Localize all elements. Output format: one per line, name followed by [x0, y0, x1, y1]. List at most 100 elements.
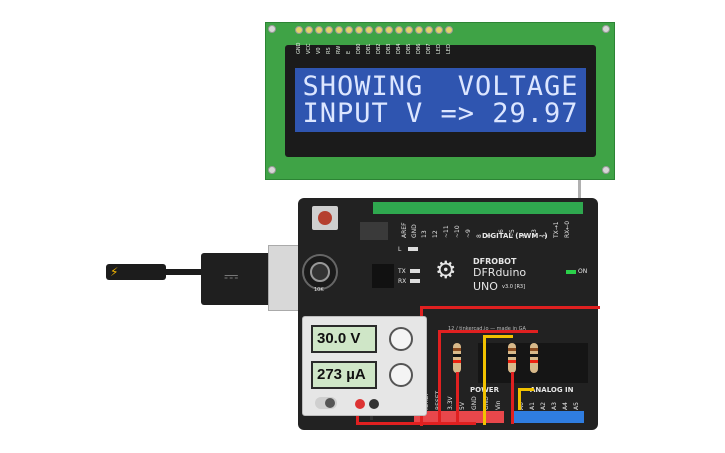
led-on — [566, 270, 576, 274]
lcd-pin-label: DB7 — [426, 43, 432, 54]
lcd-pin[interactable] — [305, 26, 313, 34]
lcd-pin-label: VCC — [306, 43, 312, 54]
digital-label: DIGITAL (PWM~) — [482, 232, 548, 240]
psu-terminal-negative[interactable] — [369, 399, 379, 409]
lcd-pin[interactable] — [445, 26, 453, 34]
digital-pin-label: ~3 — [531, 229, 538, 238]
lcd-pin[interactable] — [325, 26, 333, 34]
resistor-3[interactable] — [530, 343, 538, 373]
tx-label: TX — [398, 268, 406, 275]
lcd-pin[interactable] — [295, 26, 303, 34]
lcd-pin[interactable] — [315, 26, 323, 34]
lcd-pin[interactable] — [425, 26, 433, 34]
aref-label: AREF — [401, 222, 408, 238]
wire-yellow[interactable] — [483, 335, 486, 425]
lcd-pin-label: LED — [436, 44, 442, 54]
analog-header[interactable] — [514, 411, 584, 423]
digital-pin-label: RX←0 — [564, 220, 571, 238]
power-pin-label: GND — [471, 396, 478, 410]
digital-pin-label: ~10 — [454, 225, 461, 238]
lcd-pin-label: GND — [296, 42, 302, 54]
lcd-pin[interactable] — [365, 26, 373, 34]
digital-header[interactable] — [373, 202, 583, 214]
lcd-screen: SHOWING VOLTAGE INPUT V => 29.97 — [295, 68, 586, 132]
power-switch[interactable] — [315, 397, 337, 409]
lcd-pin-label: V0 — [316, 47, 322, 54]
gnd-label: GND — [411, 224, 418, 238]
voltage-knob[interactable] — [389, 327, 413, 351]
power-pin-label: 3.3V — [447, 396, 454, 410]
digital-pin-label: ~11 — [443, 225, 450, 238]
bolt-icon: ⚡ — [110, 265, 119, 279]
lcd-pin[interactable] — [405, 26, 413, 34]
power-header[interactable] — [414, 411, 504, 423]
board-name: DFRduino — [473, 266, 527, 279]
analog-pin-label: A1 — [529, 402, 536, 410]
lcd-line-2: INPUT V => 29.97 — [302, 98, 579, 129]
lcd-pin[interactable] — [435, 26, 443, 34]
potentiometer-knob[interactable] — [310, 262, 330, 282]
analog-pin-label: A2 — [540, 402, 547, 410]
digital-pin-label: 8 — [476, 234, 483, 238]
analog-label: ANALOG IN — [530, 386, 574, 394]
usb-cable[interactable]: ⎓ ⚡ — [106, 245, 308, 311]
lcd-pin-label: DB5 — [406, 43, 412, 54]
lcd-pin-label: RS — [326, 47, 332, 54]
led-l-label: L — [398, 246, 402, 253]
lcd-pin[interactable] — [395, 26, 403, 34]
lcd-pin-label: DB1 — [366, 43, 372, 54]
power-pin-label: 5V — [459, 402, 466, 410]
current-display: 273 µA — [311, 361, 377, 389]
led-tx — [410, 269, 420, 273]
lcd-pin-label: DB4 — [396, 43, 402, 54]
lcd-pin-label: RW — [336, 45, 342, 54]
potentiometer[interactable]: 10K — [300, 250, 340, 296]
digital-pin-label: 13 — [421, 230, 428, 238]
led-l — [408, 247, 418, 251]
usb-icon: ⎓ — [224, 266, 239, 287]
digital-pin-label: 2 — [542, 234, 549, 238]
lcd-pin[interactable] — [335, 26, 343, 34]
psu-terminal-positive[interactable] — [355, 399, 365, 409]
rx-label: RX — [398, 278, 407, 285]
digital-pin-label: ~5 — [509, 229, 516, 238]
analog-pin-label: A3 — [551, 402, 558, 410]
arduino-board[interactable]: AREF GND DIGITAL (PWM~) L TX RX ⚙ DFROBO… — [298, 198, 598, 430]
board-version: v3.0 [R3] — [502, 284, 526, 290]
digital-pin-label: 7 — [487, 234, 494, 238]
gear-icon: ⚙ — [435, 256, 457, 284]
reset-button[interactable] — [312, 206, 338, 230]
lcd-line-1: SHOWING VOLTAGE — [302, 71, 579, 102]
power-pin-label: Vin — [495, 400, 502, 410]
usb-chip — [372, 264, 394, 288]
resistor-2[interactable] — [508, 343, 516, 373]
lcd-pin-label: DB2 — [376, 43, 382, 54]
icsp-header — [360, 222, 388, 240]
on-label: ON — [578, 268, 588, 275]
digital-pin-label: TX→1 — [553, 221, 560, 238]
board-model: UNO — [473, 280, 498, 293]
digital-pin-label: ~6 — [498, 229, 505, 238]
led-rx — [410, 279, 420, 283]
brand-label: DFROBOT — [473, 257, 517, 266]
lcd-pin-label: LED — [446, 44, 452, 54]
voltage-display: 30.0 V — [311, 325, 377, 353]
resistor-1[interactable] — [453, 343, 461, 373]
lcd-pin[interactable] — [375, 26, 383, 34]
lcd-pin[interactable] — [355, 26, 363, 34]
silk-text: 12 / tinkercad.io — made in GA — [448, 326, 526, 332]
lcd-pin-label: DB0 — [356, 43, 362, 54]
digital-pin-label: 12 — [432, 230, 439, 238]
wire-red-2[interactable] — [438, 330, 441, 422]
lcd-pin-label: E — [346, 50, 352, 54]
power-supply[interactable]: 30.0 V 273 µA — [302, 316, 427, 416]
lcd-pin[interactable] — [345, 26, 353, 34]
digital-pin-label: 4 — [520, 234, 527, 238]
potentiometer-label: 10K — [314, 287, 324, 293]
digital-pin-label: ~9 — [465, 229, 472, 238]
current-knob[interactable] — [389, 363, 413, 387]
lcd-pin-label: DB3 — [386, 43, 392, 54]
lcd-pin[interactable] — [385, 26, 393, 34]
analog-pin-label: A4 — [562, 402, 569, 410]
lcd-pin[interactable] — [415, 26, 423, 34]
